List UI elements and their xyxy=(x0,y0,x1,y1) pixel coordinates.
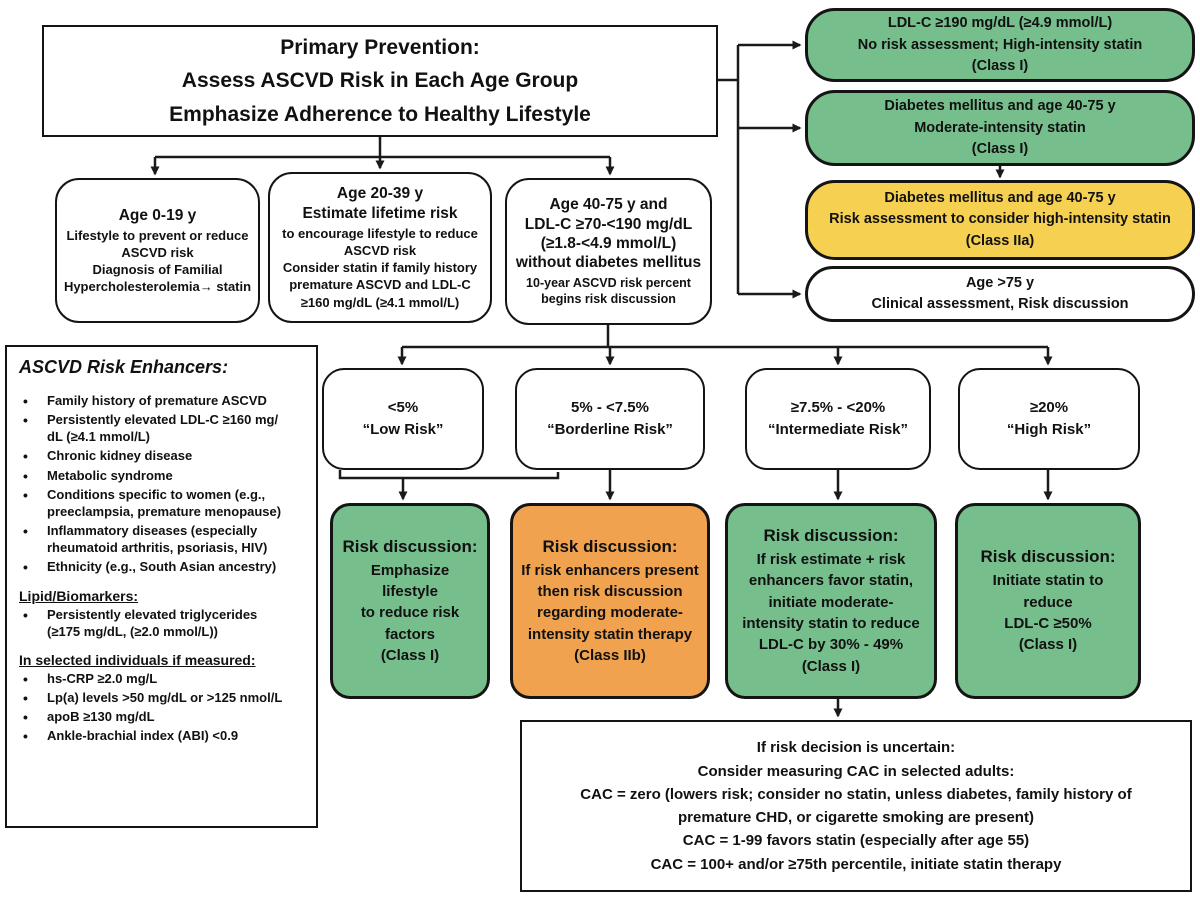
node-intermediate-risk: ≥7.5% - <20% “Intermediate Risk” xyxy=(745,368,931,470)
node-high-risk: ≥20% “High Risk” xyxy=(958,368,1140,470)
node-title: Risk discussion: xyxy=(342,536,478,556)
lipid-biomarkers-list: Persistently elevated triglycerides (≥17… xyxy=(17,606,310,640)
lipid-biomarkers-heading: Lipid/Biomarkers: xyxy=(19,587,139,604)
risk-enhancers-list: Family history of premature ASCVD Persis… xyxy=(17,392,310,577)
list-item: Persistently elevated LDL-C ≥160 mg/ dL … xyxy=(17,411,310,445)
node-label: ≥20% “High Risk” xyxy=(1006,398,1092,439)
panel-title: ASCVD Risk Enhancers: xyxy=(19,357,229,377)
node-label: <5% “Low Risk” xyxy=(362,398,444,439)
node-title: Age 0-19 y xyxy=(118,206,197,224)
node-body: 10-year ASCVD risk percent begins risk d… xyxy=(526,275,691,307)
node-title: Risk discussion: xyxy=(980,547,1116,567)
list-item: Persistently elevated triglycerides (≥17… xyxy=(17,606,310,640)
node-label: 5% - <7.5% “Borderline Risk” xyxy=(547,398,673,439)
list-item: Metabolic syndrome xyxy=(17,467,310,486)
list-item: hs-CRP ≥2.0 mg/L xyxy=(17,670,310,689)
list-item: apoB ≥130 mg/dL xyxy=(17,708,310,727)
node-label: Diabetes mellitus and age 40-75 y Modera… xyxy=(884,98,1116,157)
node-borderline-risk: 5% - <7.5% “Borderline Risk” xyxy=(515,368,705,470)
list-item: Inflammatory diseases (especially rheuma… xyxy=(17,522,310,556)
node-discussion-high-statin: Risk discussion: Initiate statin to redu… xyxy=(955,503,1141,699)
node-label: If risk decision is uncertain: Consider … xyxy=(580,739,1132,873)
node-discussion-moderate-statin: Risk discussion: If risk estimate + risk… xyxy=(725,503,937,699)
list-item: Conditions specific to women (e.g., pree… xyxy=(17,486,310,520)
node-discussion-enhancers: Risk discussion: If risk enhancers prese… xyxy=(510,503,710,699)
node-title: Age 40-75 y and LDL-C ≥70-<190 mg/dL (≥1… xyxy=(515,196,702,272)
selected-individuals-list: hs-CRP ≥2.0 mg/L Lp(a) levels >50 mg/dL … xyxy=(17,670,310,746)
node-discussion-lifestyle: Risk discussion: Emphasize lifestyle to … xyxy=(330,503,490,699)
node-ldl-190-statin: LDL-C ≥190 mg/dL (≥4.9 mmol/L) No risk a… xyxy=(805,8,1195,82)
list-item: Lp(a) levels >50 mg/dL or >125 nmol/L xyxy=(17,689,310,708)
node-title: Age 20-39 y Estimate lifetime risk xyxy=(302,185,458,222)
list-item: Chronic kidney disease xyxy=(17,447,310,466)
node-body: If risk enhancers present then risk disc… xyxy=(521,561,699,664)
node-cac-uncertain: If risk decision is uncertain: Consider … xyxy=(520,720,1192,892)
list-item: Ethnicity (e.g., South Asian ancestry) xyxy=(17,558,310,577)
list-item: Family history of premature ASCVD xyxy=(17,392,310,411)
node-low-risk: <5% “Low Risk” xyxy=(322,368,484,470)
node-label: LDL-C ≥190 mg/dL (≥4.9 mmol/L) No risk a… xyxy=(857,15,1143,74)
node-body: If risk estimate + risk enhancers favor … xyxy=(742,551,920,675)
title-text: Primary Prevention: Assess ASCVD Risk in… xyxy=(169,35,591,126)
title-box: Primary Prevention: Assess ASCVD Risk in… xyxy=(42,25,718,137)
risk-enhancers-panel: ASCVD Risk Enhancers: Family history of … xyxy=(5,345,318,828)
node-label: Diabetes mellitus and age 40-75 y Risk a… xyxy=(829,190,1171,249)
node-title: Risk discussion: xyxy=(542,536,678,556)
node-age-0-19: Age 0-19 y Lifestyle to prevent or reduc… xyxy=(55,178,260,323)
node-age-40-75: Age 40-75 y and LDL-C ≥70-<190 mg/dL (≥1… xyxy=(505,178,712,325)
node-body: Initiate statin to reduce LDL-C ≥50% (Cl… xyxy=(992,572,1104,654)
node-body: Lifestyle to prevent or reduce ASCVD ris… xyxy=(63,227,252,295)
node-body: Emphasize lifestyle to reduce risk facto… xyxy=(360,561,460,664)
node-label: ≥7.5% - <20% “Intermediate Risk” xyxy=(767,398,909,439)
node-title: Risk discussion: xyxy=(763,526,899,546)
node-age-over-75: Age >75 y Clinical assessment, Risk disc… xyxy=(805,266,1195,322)
node-diabetes-moderate-statin: Diabetes mellitus and age 40-75 y Modera… xyxy=(805,90,1195,166)
node-age-20-39: Age 20-39 y Estimate lifetime risk to en… xyxy=(268,172,492,323)
node-label: Age >75 y Clinical assessment, Risk disc… xyxy=(871,274,1129,312)
list-item: Ankle-brachial index (ABI) <0.9 xyxy=(17,727,310,746)
node-diabetes-risk-assessment: Diabetes mellitus and age 40-75 y Risk a… xyxy=(805,180,1195,260)
node-body: to encourage lifestyle to reduce ASCVD r… xyxy=(282,225,478,310)
selected-individuals-heading: In selected individuals if measured: xyxy=(19,651,256,668)
